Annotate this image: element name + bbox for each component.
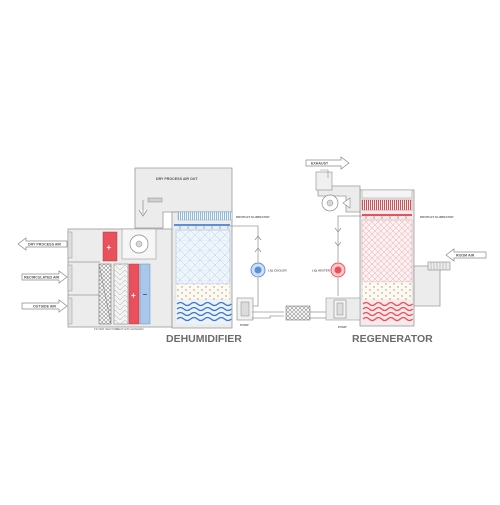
spray-header-right <box>362 214 412 216</box>
room-air-intake-grille <box>427 261 451 271</box>
outside-air-arrow: OUTSIDE AIR <box>21 299 68 313</box>
regenerator-title: REGENERATOR <box>352 333 433 345</box>
droplet-eliminator-right-label: DROPLET ELIMINATOR <box>420 215 454 219</box>
dehumidifier-contact-media <box>175 229 231 285</box>
droplet-eliminator-left-label: DROPLET ELIMINATOR <box>236 215 270 219</box>
cooling-coil <box>139 263 151 325</box>
room-air-arrow: ROOM AIR <box>445 248 487 262</box>
cool-liquid-waves <box>176 301 232 322</box>
left-arrow-icon <box>342 197 351 209</box>
svg-text:+: + <box>131 291 136 300</box>
duct-damper <box>147 197 163 203</box>
recirculated-air-arrow: RECIRCULATED AIR <box>21 270 68 284</box>
filter-section-label: FILTER SECTION <box>94 327 118 331</box>
dry-process-air-out-label: DRY PROCESS AIR OUT <box>156 177 198 181</box>
down-arrow-icon <box>138 200 148 217</box>
hot-liquid-waves <box>362 301 414 322</box>
regenerator-contact-media <box>361 219 413 283</box>
svg-text:DRY PROCESS AIR: DRY PROCESS AIR <box>28 243 61 247</box>
heating-coil-lower <box>128 263 140 325</box>
solution-heat-exchanger <box>285 305 311 321</box>
liquid-heater-label: LIQ HEATER <box>312 269 331 273</box>
pump-left-label: PUMP <box>240 323 249 327</box>
exhaust-arrow: EXHAUST <box>305 156 350 170</box>
svg-text:OUTSIDE AIR: OUTSIDE AIR <box>33 305 56 309</box>
svg-text:−: − <box>143 290 148 299</box>
dehumidifier-title: DEHUMIDIFIER <box>166 333 242 345</box>
droplet-eliminator-left <box>177 211 233 221</box>
dehumidifier-air-inlet-zone <box>175 283 231 301</box>
heat-exchanger <box>113 263 129 325</box>
exhaust-stack <box>315 171 333 191</box>
room-air-inlet-duct <box>413 265 441 307</box>
svg-text:RECIRCULATED AIR: RECIRCULATED AIR <box>24 276 60 280</box>
droplet-eliminator-right <box>361 199 413 211</box>
regenerator-air-inlet-zone <box>361 281 413 301</box>
svg-text:EXHAUST: EXHAUST <box>311 162 329 166</box>
svg-text:ROOM AIR: ROOM AIR <box>456 254 475 258</box>
supply-air-duct <box>134 167 233 229</box>
dry-process-air-arrow: DRY PROCESS AIR <box>17 237 68 251</box>
heating-coil-upper <box>102 231 118 262</box>
svg-text:+: + <box>107 243 112 252</box>
liquid-cooler-label: LIQ COOLER <box>268 269 288 273</box>
spray-header-left <box>174 224 230 226</box>
heat-exchanger-label: HEAT EXCHANGER <box>116 327 144 331</box>
pump-right-label: PUMP <box>338 325 347 329</box>
